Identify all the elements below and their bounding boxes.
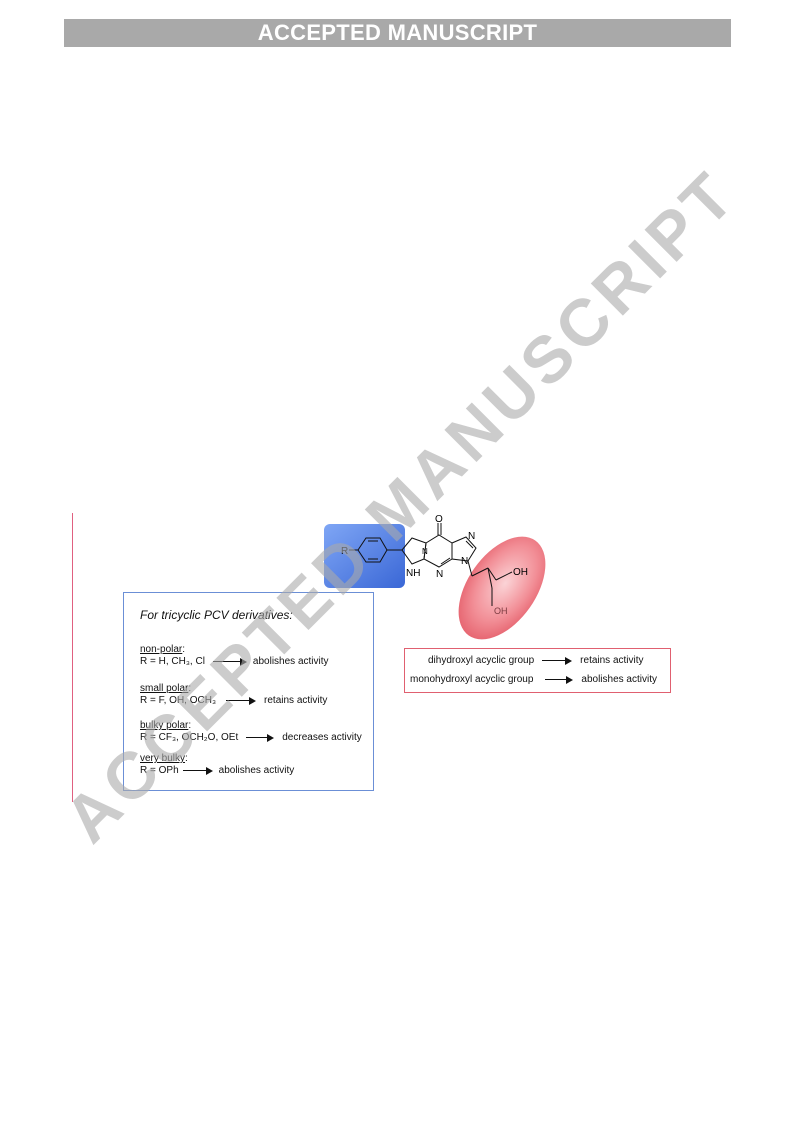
sar-title: For tricyclic PCV derivatives: [140,608,293,622]
effect: retains activity [264,695,328,706]
acyclic-row: monohydroxyl acyclic group abolishes act… [410,674,657,685]
group-non-polar: non-polar: R = H, CH₃, Cl abolishes acti… [140,644,329,667]
arrow-icon [182,767,213,775]
aryl-highlight [324,524,405,588]
aryl-sar-box: For tricyclic PCV derivatives: non-polar… [123,592,374,791]
n-bridge-label: N [422,547,428,556]
group-bulky-polar: bulky polar: R = CF₃, OCH₂O, OEt decreas… [140,720,362,743]
acyclic-row: dihydroxyl acyclic group retains activit… [428,655,644,666]
arrow-icon [212,658,247,666]
arrow-icon [542,656,573,665]
arrow-icon [545,675,574,684]
nh-label: NH [406,568,420,579]
effect: abolishes activity [252,656,329,667]
margin-rule [72,513,73,802]
n3-label: N [436,569,443,580]
oh-upper-label: OH [513,567,528,578]
tricyclic-pcv-structure: R O N N NH N N OH OH [324,514,546,640]
arrow-icon [246,734,275,742]
substituents: R = F, OH, OCH₃ [140,695,217,706]
group-very-bulky: very bulky: R = OPh abolishes activity [140,753,295,776]
manuscript-banner: ACCEPTED MANUSCRIPT [64,19,731,47]
substituents: R = H, CH₃, Cl [140,656,205,667]
n7-label: N [468,531,475,542]
carbonyl-o-label: O [435,514,443,525]
r-label: R [341,546,348,557]
effect: abolishes activity [218,765,295,776]
group-small-polar: small polar: R = F, OH, OCH₃ retains act… [140,683,328,706]
substituents: R = CF₃, OCH₂O, OEt [140,732,239,743]
acyclic-highlight [458,536,546,640]
oh-lower-label: OH [494,606,508,616]
arrow-icon [226,697,257,705]
acyclic-sar-box: dihydroxyl acyclic group retains activit… [404,648,671,693]
substituents: R = OPh [140,765,179,776]
effect: decreases activity [282,732,362,743]
n9-label: N [461,556,468,567]
